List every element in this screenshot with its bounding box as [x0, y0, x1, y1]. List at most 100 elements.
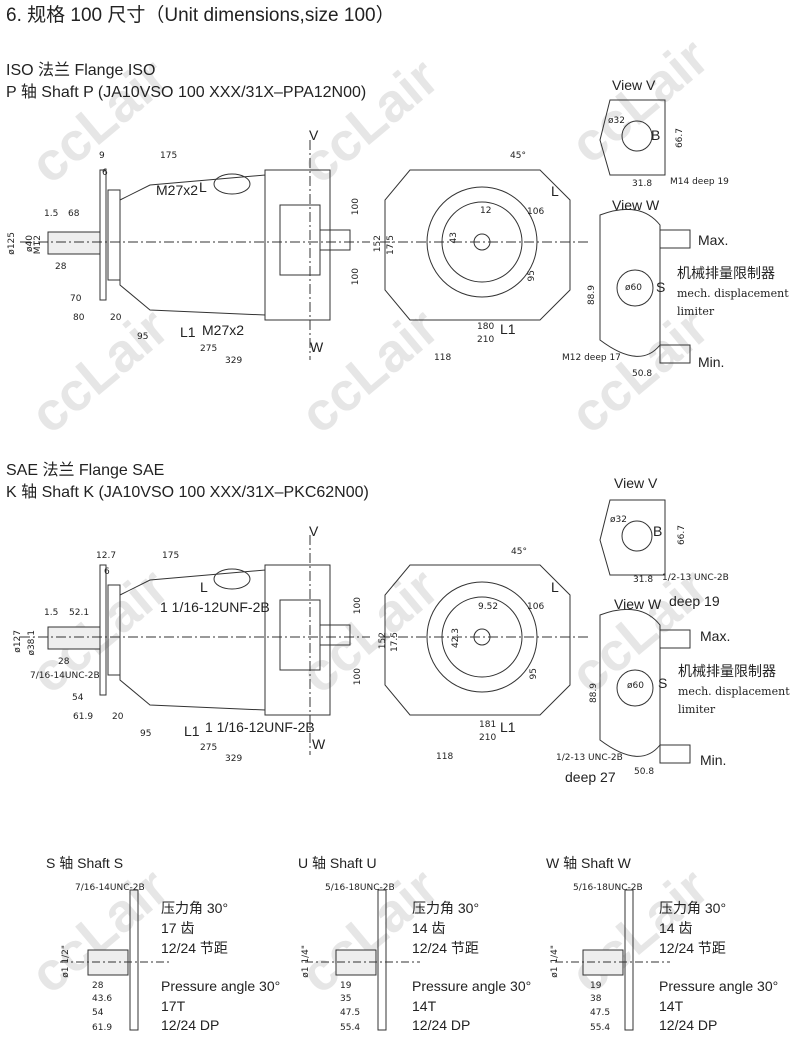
dim: M12 deep 17	[562, 353, 621, 363]
iso-view-w	[599, 208, 691, 364]
dim: 55.4	[340, 1023, 361, 1033]
dim: 55.4	[590, 1023, 611, 1033]
sae-view-v	[599, 499, 666, 576]
spec-en: Pressure angle 30°	[659, 978, 779, 994]
dim: 80	[73, 313, 85, 323]
sae-side-view	[20, 535, 370, 755]
shaft-s-title: S 轴 Shaft S	[46, 855, 124, 871]
dim: ø125	[7, 232, 17, 255]
dim: M14 deep 19	[670, 177, 729, 187]
dim: 50.8	[634, 767, 655, 777]
dim: ø32	[608, 116, 625, 126]
sae-heading: SAE 法兰 Flange SAE	[6, 462, 165, 479]
dim: 100	[353, 597, 363, 615]
dim: 152	[378, 632, 388, 650]
spec-en: Pressure angle 30°	[161, 978, 281, 994]
dim: ø1 1/4"	[550, 945, 560, 978]
dim: 45°	[510, 151, 526, 161]
limiter-cn: 机械排量限制器	[677, 265, 775, 281]
port-label: L	[551, 579, 559, 595]
view-w-label: View W	[614, 596, 662, 612]
spec-cn: 12/24 节距	[659, 940, 726, 956]
dim: 43.6	[92, 994, 113, 1004]
shaft-u-title: U 轴 Shaft U	[298, 855, 377, 871]
dim: 47.5	[340, 1008, 361, 1018]
dim: 9	[99, 151, 105, 161]
limiter-en: mech. displacement	[678, 685, 790, 698]
sae-subheading: K 轴 Shaft K (JA10VSO 100 XXX/31X–PKC62N0…	[6, 484, 369, 501]
dim: 52.1	[69, 608, 90, 618]
dim: 50.8	[632, 369, 653, 379]
iso-view-v	[599, 99, 666, 176]
dim: 1.5	[44, 608, 59, 618]
spec-en: 12/24 DP	[412, 1017, 471, 1033]
view-v-label: View V	[612, 77, 656, 93]
dim: 12.7	[96, 551, 117, 561]
dim: 175	[162, 551, 180, 561]
dim: ø127	[13, 630, 23, 653]
iso-heading: ISO 法兰 Flange ISO	[6, 62, 156, 79]
dim: 100	[353, 668, 363, 686]
dim: 28	[55, 262, 67, 272]
dim: 61.9	[92, 1023, 113, 1033]
dim: 100	[351, 198, 361, 216]
spec-en: 17T	[161, 998, 186, 1014]
thread-label: 5/16-18UNC-2B	[325, 883, 395, 893]
dim: 329	[225, 754, 243, 764]
port-label: L	[551, 183, 559, 199]
dim: 210	[477, 335, 495, 345]
dim: 12	[480, 206, 492, 216]
spec-cn: 压力角 30°	[412, 900, 480, 916]
dim: 95	[137, 332, 149, 342]
dim: deep 27	[565, 769, 616, 785]
dim: 210	[479, 733, 497, 743]
dim: 1/2-13 UNC-2B	[662, 573, 729, 583]
spec-en: 12/24 DP	[659, 1017, 718, 1033]
shaft-u-drawing	[305, 889, 420, 1031]
dim: 1/2-13 UNC-2B	[556, 753, 623, 763]
dim: 20	[112, 712, 124, 722]
dim: 19	[340, 981, 352, 991]
port-label: L1	[184, 723, 200, 739]
dim: B	[653, 523, 663, 539]
dim: 66.7	[677, 525, 687, 546]
dim: deep 19	[669, 593, 720, 609]
dim: 54	[92, 1008, 104, 1018]
dim: 7/16-14UNC-2B	[30, 671, 100, 681]
spec-cn: 压力角 30°	[659, 900, 727, 916]
port-label: M27x2	[156, 182, 199, 198]
port-label: 1 1/16-12UNF-2B	[160, 599, 270, 615]
dim: 118	[434, 353, 452, 363]
dim: 17.5	[390, 632, 400, 653]
view-marker: V	[309, 523, 319, 539]
dim: S	[656, 279, 666, 295]
spec-cn: 17 齿	[161, 920, 195, 936]
dim: 181	[479, 720, 497, 730]
port-label: L	[200, 579, 208, 595]
dim: ø60	[627, 681, 644, 691]
min-label: Min.	[700, 752, 727, 768]
dim: 275	[200, 344, 218, 354]
iso-front-view	[380, 169, 590, 321]
max-label: Max.	[700, 628, 731, 644]
sae-front-view	[380, 564, 590, 716]
spec-cn: 12/24 节距	[161, 940, 228, 956]
dim: 31.8	[633, 575, 654, 585]
spec-cn: 14 齿	[659, 920, 693, 936]
limiter-en: limiter	[678, 703, 716, 716]
dim: 95	[140, 729, 152, 739]
port-label: L1	[180, 324, 196, 340]
port-label: 1 1/16-12UNF-2B	[205, 719, 315, 735]
dim: ø1 1/4"	[301, 945, 311, 978]
dim: 28	[58, 657, 70, 667]
view-marker: W	[312, 736, 326, 752]
sae-view-w	[599, 608, 691, 764]
spec-en: 14T	[659, 998, 684, 1014]
iso-side-view	[20, 140, 370, 360]
port-label: L	[199, 179, 207, 195]
dim: 17.5	[386, 235, 396, 256]
dim: 100	[351, 268, 361, 286]
dim: 88.9	[587, 285, 597, 306]
dim: 1.5	[44, 209, 59, 219]
